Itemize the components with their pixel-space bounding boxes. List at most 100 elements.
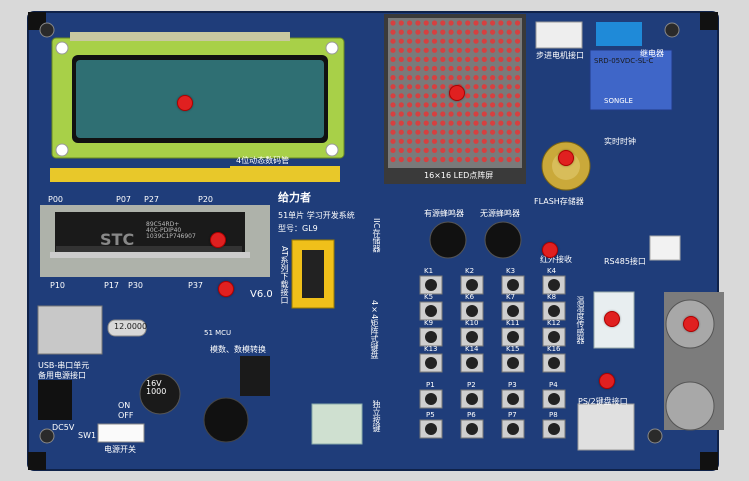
led-dot	[440, 147, 446, 153]
matrix-key-label: K15	[506, 345, 520, 353]
ps2-port	[577, 403, 635, 451]
led-dot	[498, 84, 504, 90]
led-dot	[498, 120, 504, 126]
lcd-module	[51, 32, 345, 159]
led-dot	[431, 120, 438, 126]
indep-key-cap[interactable]	[425, 393, 437, 405]
led-dot	[423, 47, 429, 53]
matrix-key-cap[interactable]	[425, 279, 437, 291]
indep-key-cap[interactable]	[507, 423, 519, 435]
led-dot	[407, 102, 413, 108]
led-dot	[431, 129, 438, 135]
marker-rtc[interactable]	[558, 150, 574, 166]
led-dot	[407, 111, 413, 117]
led-dot	[481, 47, 487, 53]
led-dot	[506, 65, 512, 72]
led-dot	[473, 84, 479, 90]
led-dot	[398, 65, 404, 72]
led-dot	[407, 84, 413, 90]
marker-crystal[interactable]	[218, 281, 234, 297]
led-dot	[431, 20, 438, 26]
led-dot	[448, 20, 454, 26]
matrix-key-cap[interactable]	[425, 331, 437, 343]
led-dot	[465, 20, 471, 26]
led-dot	[440, 65, 446, 72]
indep-key-cap[interactable]	[548, 393, 560, 405]
led-dot	[456, 156, 462, 163]
marker-mcu[interactable]	[210, 232, 226, 248]
led-dot	[415, 84, 421, 90]
matrix-key-cap[interactable]	[507, 357, 519, 369]
led-dot	[498, 156, 504, 163]
led-dot	[473, 20, 479, 26]
matrix-key-cap[interactable]	[466, 279, 478, 291]
led-dot	[490, 120, 496, 126]
matrix-key-cap[interactable]	[548, 279, 560, 291]
led-dot	[481, 120, 487, 126]
led-dot	[415, 129, 421, 135]
led-matrix-label: 16×16 LED点阵屏	[424, 171, 494, 180]
matrix-key-cap[interactable]	[548, 305, 560, 317]
adc-label: 模数、数模转换	[210, 345, 266, 354]
marker-led-matrix[interactable]	[449, 85, 465, 101]
led-dot	[498, 75, 504, 81]
led-dot	[448, 120, 454, 126]
matrix-key-cap[interactable]	[466, 331, 478, 343]
led-dot	[490, 20, 496, 26]
indep-key-cap[interactable]	[507, 393, 519, 405]
indep-key-cap[interactable]	[425, 423, 437, 435]
indep-key-label: P5	[426, 411, 435, 419]
indep-key-cap[interactable]	[548, 423, 560, 435]
led-dot	[481, 147, 487, 153]
marker-ir[interactable]	[542, 242, 558, 258]
indep-key-cap[interactable]	[466, 393, 478, 405]
matrix-key-cap[interactable]	[548, 357, 560, 369]
led-dot	[448, 111, 454, 117]
led-dot	[448, 65, 454, 72]
led-dot	[448, 29, 454, 35]
led-dot	[440, 120, 446, 126]
indep-key-label: P6	[467, 411, 476, 419]
led-dot	[423, 93, 429, 99]
led-dot	[506, 84, 512, 90]
led-dot	[481, 65, 487, 72]
led-dot	[498, 102, 504, 108]
matrix-key-cap[interactable]	[548, 331, 560, 343]
indep-key-label: P7	[508, 411, 517, 419]
matrix-key-cap[interactable]	[507, 305, 519, 317]
led-dot	[423, 29, 429, 35]
led-dot	[490, 75, 496, 81]
matrix-key-cap[interactable]	[425, 305, 437, 317]
matrix-key-cap[interactable]	[425, 357, 437, 369]
led-dot	[506, 147, 512, 153]
led-dot	[465, 65, 471, 72]
led-dot	[490, 147, 496, 153]
marker-ps2[interactable]	[599, 373, 615, 389]
matrix-key-cap[interactable]	[507, 279, 519, 291]
marker-lcd[interactable]	[177, 95, 193, 111]
led-dot	[431, 38, 438, 44]
at-download-label: AT系列下载接口	[280, 246, 289, 304]
led-dot	[498, 138, 504, 144]
matrix-key-cap[interactable]	[466, 305, 478, 317]
led-dot	[514, 47, 521, 53]
led-dot	[514, 84, 521, 90]
led-dot	[390, 65, 396, 72]
marker-ultrasonic[interactable]	[683, 316, 699, 332]
matrix-key-label: K10	[465, 319, 479, 327]
led-dot	[415, 38, 421, 44]
matrix-key-cap[interactable]	[507, 331, 519, 343]
matrix-key-label: K1	[424, 267, 434, 275]
indep-key-cap[interactable]	[466, 423, 478, 435]
led-dot	[440, 138, 446, 144]
marker-temp[interactable]	[604, 311, 620, 327]
led-dot	[481, 29, 487, 35]
matrix-key-cap[interactable]	[466, 357, 478, 369]
stc-chip-label: STC	[100, 230, 135, 249]
led-dot	[415, 56, 421, 63]
matrix-key-label: K4	[547, 267, 557, 275]
label-p20: P20	[198, 195, 214, 204]
led-dot	[431, 93, 438, 99]
led-dot	[398, 111, 404, 117]
led-dot	[473, 147, 479, 153]
